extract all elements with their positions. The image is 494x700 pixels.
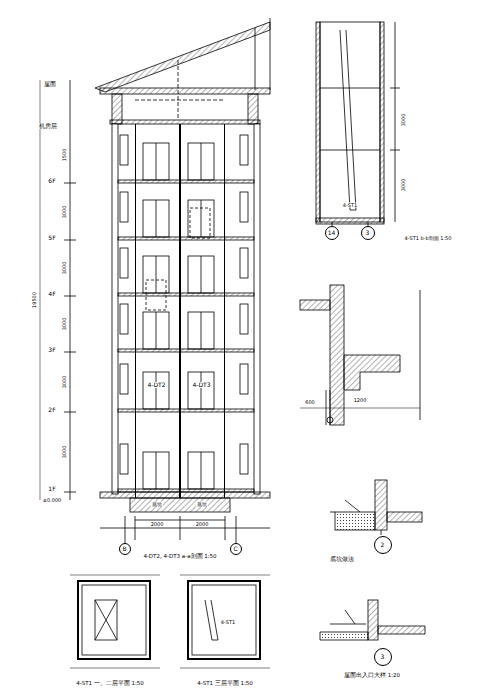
level-label: 2F <box>47 407 56 413</box>
level-label: 3F <box>47 347 56 353</box>
level-label: 4F <box>47 291 56 297</box>
dimension-text: 底坑 <box>196 502 208 507</box>
callout-number: B <box>121 546 127 552</box>
drawing-title: 4-ST1 b-b剖面 1:50 <box>404 236 453 241</box>
plan-12 <box>70 575 160 668</box>
dimension-text: 19500 <box>32 291 37 309</box>
dimension-text: 3000 <box>62 445 67 460</box>
drawing-title: 4-DT2, 4-DT3 a-a剖面 1:50 <box>142 554 217 560</box>
axis-bubble: 3 <box>374 648 392 666</box>
main-section <box>40 18 270 543</box>
dimension-text: 4-ST1 <box>220 620 236 625</box>
drawing-title: 4-ST1 三层平面 1:50 <box>196 681 254 687</box>
level-label: 1F <box>47 486 56 492</box>
pit-detail <box>330 480 422 535</box>
dimension-text: 底坑 <box>151 502 163 507</box>
level-label: 机房层 <box>38 123 58 129</box>
level-label: 屋面 <box>43 81 57 87</box>
plan-3 <box>180 575 270 668</box>
level-label: 6F <box>47 178 56 184</box>
drawing-title: 4-ST1 一、二层平面 1:50 <box>75 681 145 687</box>
shaft-label: 4-DT2 <box>146 382 166 388</box>
axis-bubble: C <box>230 543 242 555</box>
dimension-text: 1200 <box>353 398 368 403</box>
callout-number: 14 <box>327 230 337 236</box>
axis-bubble: 2 <box>374 536 392 554</box>
dimension-text: 3000 <box>401 178 406 193</box>
dimension-text: 3000 <box>62 205 67 220</box>
roof-detail <box>320 600 425 640</box>
dimension-text: 600 <box>304 400 316 405</box>
wall-detail <box>300 285 420 425</box>
stair-section <box>316 22 400 226</box>
callout-number: 3 <box>380 654 386 660</box>
callout-number: 2 <box>380 542 386 548</box>
dimension-text: ±0.000 <box>42 498 63 503</box>
callout-number: 3 <box>365 230 371 236</box>
dimension-text: 3000 <box>62 261 67 276</box>
level-label: 5F <box>47 235 56 241</box>
elevator-shaft: 4-DT3 <box>180 124 225 498</box>
dimension-text: 3000 <box>62 375 67 390</box>
dimension-text: 3000 <box>401 113 406 128</box>
dimension-text: 2000 <box>150 522 165 527</box>
axis-bubble: B <box>119 543 131 555</box>
shaft-label: 4-DT3 <box>191 382 211 388</box>
callout-number: C <box>232 546 238 552</box>
dimension-text: 4-ST1 <box>342 203 358 208</box>
dimension-text: 3000 <box>62 317 67 332</box>
axis-bubble: 3 <box>361 226 375 240</box>
elevator-shaft: 4-DT2 <box>135 124 180 498</box>
drawing-title: 屋面出入口大样 1:20 <box>343 673 401 679</box>
axis-bubble: 14 <box>325 226 339 240</box>
drawing-title: 底坑做法 <box>329 557 355 563</box>
dimension-text: 2000 <box>195 522 210 527</box>
dimension-text: 1500 <box>62 148 67 163</box>
